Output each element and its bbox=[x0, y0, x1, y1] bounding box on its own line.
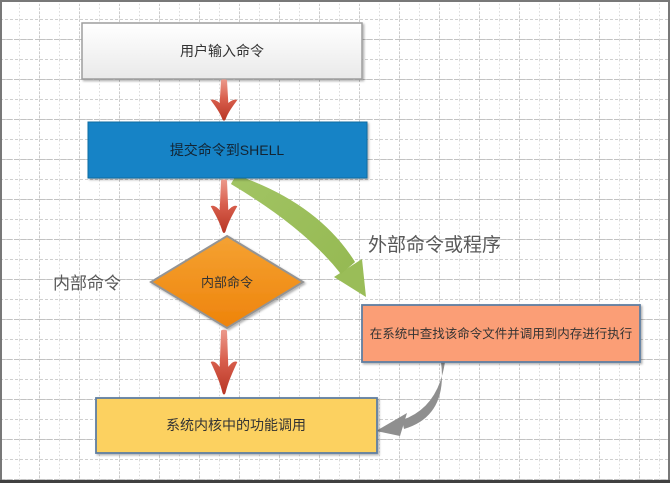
node-user-input: 用户输入命令 bbox=[81, 22, 363, 80]
external-branch-arrow-icon bbox=[231, 175, 366, 297]
node-user-input-label: 用户输入命令 bbox=[180, 43, 264, 59]
node-decision-diamond: 内部命令 bbox=[149, 234, 305, 330]
edge-label-internal: 内部命令 bbox=[53, 274, 121, 293]
node-submit-shell: 提交命令到SHELL bbox=[87, 121, 368, 179]
edge-label-external: 外部命令或程序 bbox=[368, 234, 501, 256]
node-external-exec: 在系统中查找该命令文件并调用到内存进行执行 bbox=[361, 304, 641, 363]
node-decision-label: 内部命令 bbox=[201, 275, 253, 290]
node-external-exec-label: 在系统中查找该命令文件并调用到内存进行执行 bbox=[370, 326, 633, 341]
return-arrow-icon bbox=[376, 362, 445, 436]
node-kernel-call-label: 系统内核中的功能调用 bbox=[166, 417, 306, 433]
node-kernel-call: 系统内核中的功能调用 bbox=[95, 397, 378, 454]
node-submit-shell-label: 提交命令到SHELL bbox=[170, 142, 285, 158]
